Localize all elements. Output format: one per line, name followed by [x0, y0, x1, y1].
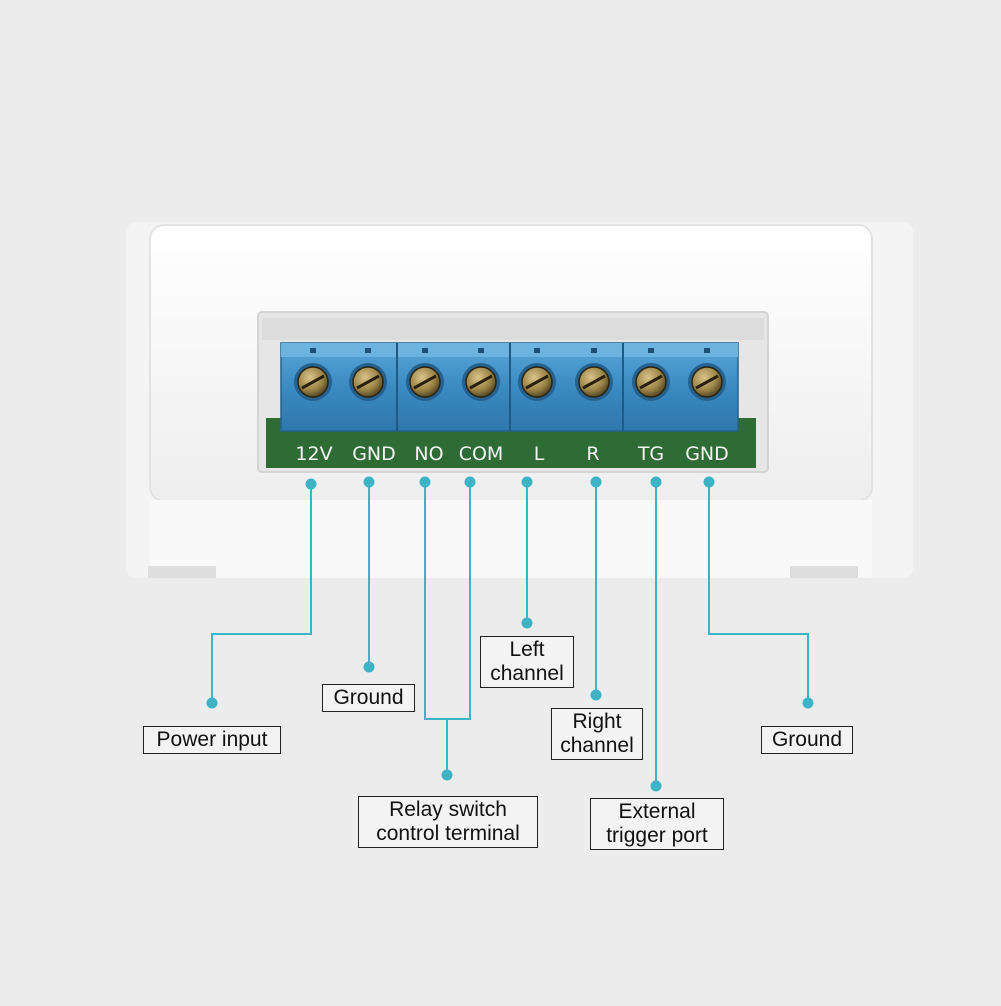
- screw-icon: [688, 348, 726, 401]
- callout-power-input-text: Power input: [156, 728, 268, 751]
- housing-foot-left: [148, 566, 216, 578]
- callout-left-channel-line1: Left: [509, 638, 545, 661]
- terminal-block: [280, 342, 739, 432]
- callout-ground-right-text: Ground: [771, 728, 843, 751]
- callout-right-channel-line2: channel: [560, 734, 634, 757]
- callout-ground-left: Ground: [322, 684, 415, 712]
- terminal-labels: 12V GND NO COM L R TG GND: [295, 443, 728, 465]
- screw-icon: [632, 348, 670, 401]
- callout-left-channel-line2: channel: [490, 662, 564, 685]
- callout-left-channel: Left channel: [480, 636, 574, 688]
- screw-icon: [518, 348, 556, 401]
- leader-ground-right: [708, 482, 809, 702]
- callout-right-channel-line1: Right: [572, 710, 622, 733]
- callout-right-channel: Right channel: [551, 708, 643, 760]
- terminal-label: 12V: [295, 443, 332, 465]
- terminal-label: GND: [685, 443, 729, 465]
- screw-icon: [575, 348, 613, 401]
- device-housing-base: [150, 500, 872, 578]
- callout-relay-switch-line1: Relay switch: [389, 798, 507, 821]
- terminal-screws: [294, 348, 726, 401]
- leader-power-input: [211, 484, 312, 702]
- terminal-label: COM: [459, 443, 504, 465]
- terminal-label: L: [534, 443, 545, 465]
- terminal-label: TG: [637, 443, 664, 465]
- callout-external-trigger: External trigger port: [590, 798, 724, 850]
- callout-external-trigger-line1: External: [618, 800, 696, 823]
- callout-power-input: Power input: [143, 726, 281, 754]
- terminal-label: NO: [414, 443, 443, 465]
- screw-icon: [349, 348, 387, 401]
- screw-icon: [406, 348, 444, 401]
- callout-ground-left-text: Ground: [333, 686, 404, 709]
- terminal-label: R: [586, 443, 599, 465]
- callout-relay-switch-line2: control terminal: [376, 822, 520, 845]
- screw-icon: [294, 348, 332, 401]
- callout-ground-right: Ground: [761, 726, 853, 754]
- leader-lines: [211, 482, 809, 786]
- housing-foot-right: [790, 566, 858, 578]
- callout-relay-switch: Relay switch control terminal: [358, 796, 538, 848]
- terminal-label: GND: [352, 443, 396, 465]
- callout-external-trigger-line2: trigger port: [606, 824, 708, 847]
- leader-dots: [206, 476, 814, 792]
- cavity-shadow: [262, 318, 764, 340]
- screw-icon: [462, 348, 500, 401]
